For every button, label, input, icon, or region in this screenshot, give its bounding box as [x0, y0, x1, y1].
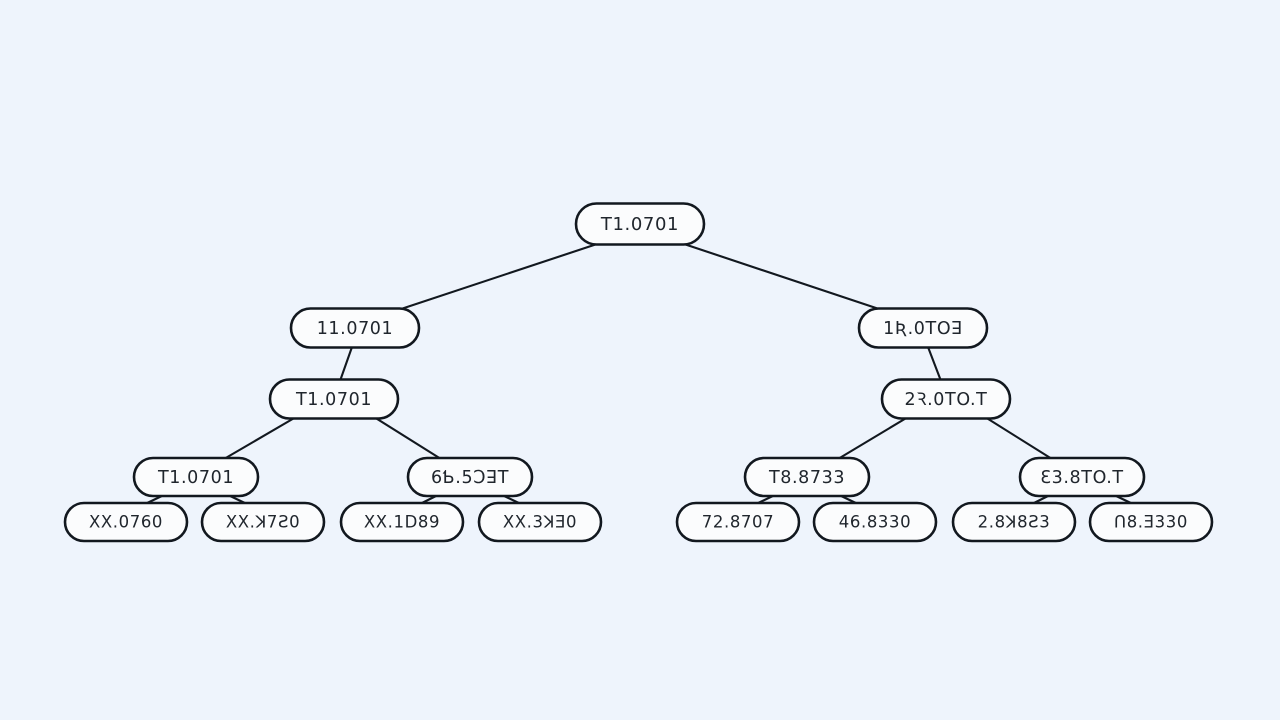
tree-edge	[338, 345, 354, 383]
tree-node-label: XX.0760	[89, 513, 163, 532]
tree-node-label: 11.0701	[317, 319, 394, 339]
tree-node-pill[interactable]	[289, 307, 421, 349]
tree-edge	[836, 415, 910, 461]
tree-edge	[390, 241, 602, 314]
tree-node-pill[interactable]	[1088, 501, 1214, 543]
tree-node[interactable]: T1.0701	[574, 202, 706, 246]
tree-node[interactable]: T8.8733	[743, 456, 871, 498]
tree-edge	[983, 415, 1054, 461]
tree-node-pill[interactable]	[477, 501, 603, 543]
tree-node-pill[interactable]	[406, 456, 534, 498]
tree-edge	[372, 415, 443, 461]
tree-node-pill[interactable]	[63, 501, 189, 543]
tree-edge	[926, 345, 943, 383]
tree-node-label: 2.8ꓘ8Ƨ3	[978, 513, 1051, 532]
tree-node-label: Ո8.Ǝ330	[1114, 513, 1188, 532]
tree-node-label: XX.3ꓘƎ0	[503, 513, 577, 532]
tree-node-pill[interactable]	[268, 378, 400, 420]
tree-node-label: T1.0701	[600, 214, 679, 235]
tree-node-label: 2Ꝛ.0TO.T	[905, 390, 988, 410]
tree-node[interactable]: T1.0701	[132, 456, 260, 498]
tree-node-label: Ɛ3.8TO.T	[1040, 468, 1123, 488]
tree-node[interactable]: Ո8.Ǝ330	[1088, 501, 1214, 543]
tree-node[interactable]: 2.8ꓘ8Ƨ3	[951, 501, 1077, 543]
tree-node-label: XX.1D89	[364, 513, 440, 532]
tree-node-label: T1.0701	[157, 468, 234, 488]
tree-node-pill[interactable]	[574, 202, 706, 246]
tree-node-pill[interactable]	[812, 501, 938, 543]
tree-node-label: 1Ʀ.0TOꓱ	[883, 319, 963, 339]
tree-node-label: T1.0701	[295, 390, 372, 410]
tree-edge	[222, 415, 298, 461]
tree-edge	[679, 241, 890, 314]
tree-node-pill[interactable]	[200, 501, 326, 543]
tree-node-pill[interactable]	[132, 456, 260, 498]
tree-node-label: T8.8733	[768, 468, 845, 488]
tree-node-pill[interactable]	[339, 501, 465, 543]
tree-node[interactable]: 46.8330	[812, 501, 938, 543]
tree-node-label: 72.8707	[702, 513, 774, 532]
tree-node[interactable]: Ɛ3.8TO.T	[1018, 456, 1146, 498]
tree-edges-group	[141, 241, 1137, 507]
tree-node-pill[interactable]	[857, 307, 989, 349]
tree-node-pill[interactable]	[880, 378, 1012, 420]
tree-node[interactable]: XX.ꓘ7Ƨ0	[200, 501, 326, 543]
tree-node[interactable]: 1Ʀ.0TOꓱ	[857, 307, 989, 349]
tree-node-pill[interactable]	[675, 501, 801, 543]
tree-node[interactable]: 6Ƅ.5ꓛꓱT	[406, 456, 534, 498]
tree-node-pill[interactable]	[743, 456, 871, 498]
tree-node[interactable]: 2Ꝛ.0TO.T	[880, 378, 1012, 420]
tree-node[interactable]: T1.0701	[268, 378, 400, 420]
tree-node[interactable]: XX.0760	[63, 501, 189, 543]
tree-node-pill[interactable]	[1018, 456, 1146, 498]
tree-nodes-group: T1.0701 11.0701 1Ʀ.0TOꓱ T1.0701 2Ꝛ.0TO.T T1.0…	[63, 202, 1214, 543]
tree-node[interactable]: 11.0701	[289, 307, 421, 349]
tree-node-pill[interactable]	[951, 501, 1077, 543]
tree-node[interactable]: 72.8707	[675, 501, 801, 543]
tree-node-label: XX.ꓘ7Ƨ0	[226, 513, 300, 532]
tree-node-label: 6Ƅ.5ꓛꓱT	[431, 468, 509, 488]
tree-node-label: 46.8330	[839, 513, 911, 532]
tree-node[interactable]: XX.3ꓘƎ0	[477, 501, 603, 543]
tree-node[interactable]: XX.1D89	[339, 501, 465, 543]
